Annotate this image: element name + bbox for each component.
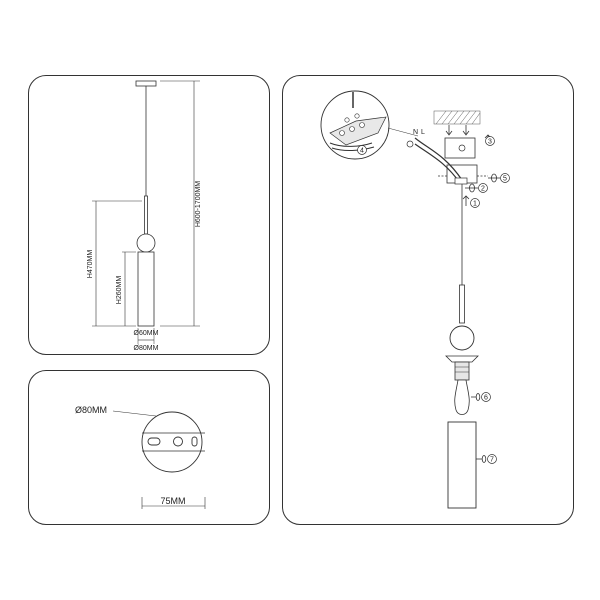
pendant-dimension-drawing	[92, 80, 200, 344]
height-shade-label: H260MM	[116, 276, 123, 305]
canopy-diameter-label: Ø80MM	[134, 345, 159, 352]
step-2: 2	[481, 186, 485, 193]
wiring-detail-bubble	[320, 90, 419, 160]
socket-ring	[445, 355, 479, 363]
mounting-plate-circle	[141, 411, 203, 473]
lamp-socket	[454, 361, 470, 381]
mounting-plate-drawing	[112, 410, 206, 509]
wire-label-neutral: N	[413, 129, 418, 136]
terminal-block	[454, 177, 468, 185]
pendant-ball	[449, 325, 475, 351]
shade-tube-side	[447, 421, 477, 509]
mounting-plate-panel	[28, 370, 270, 525]
base-diameter-label: Ø80MM	[75, 405, 107, 415]
plate-slot-left	[147, 437, 161, 446]
step-markers	[357, 136, 510, 464]
pendant-rod	[459, 284, 465, 324]
installation-panel	[282, 75, 574, 525]
ground-symbol	[406, 140, 414, 148]
shade-diameter-label: Ø60MM	[134, 330, 159, 337]
step-5: 5	[503, 176, 507, 183]
step-3: 3	[488, 139, 492, 146]
step-6: 6	[484, 395, 488, 402]
ceiling-hatch	[433, 110, 481, 125]
step-1: 1	[473, 201, 477, 208]
glass-ball	[136, 233, 156, 253]
height-total-label: H600-1700MM	[195, 181, 202, 227]
dimensions-panel	[28, 75, 270, 355]
shade-tube	[137, 251, 155, 327]
set-screws	[465, 173, 500, 193]
candle-bulb	[454, 379, 470, 415]
plate-screw-hole	[458, 144, 466, 152]
plate-slot-right	[191, 436, 198, 447]
step-7: 7	[490, 457, 494, 464]
wire-label-live: L	[421, 129, 425, 136]
mounting-plate-side	[444, 137, 476, 159]
plate-center-hole	[173, 436, 183, 447]
mount-spacing-label: 75MM	[160, 496, 185, 506]
rod	[144, 195, 148, 235]
height-mid-label: H470MM	[87, 250, 94, 279]
canopy	[135, 80, 157, 87]
step-4: 4	[360, 148, 364, 155]
